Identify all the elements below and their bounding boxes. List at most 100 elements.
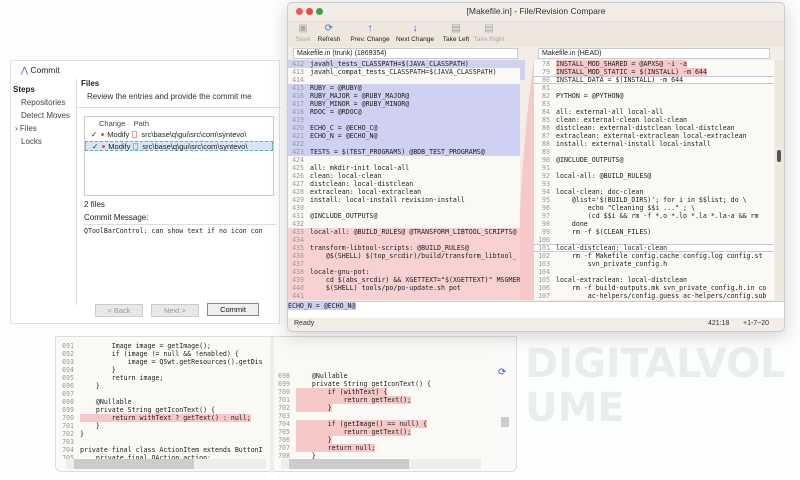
line-number: 692: [62, 350, 74, 358]
line-text: return null;: [296, 444, 376, 452]
back-button[interactable]: < Back: [95, 304, 143, 317]
vertical-scrollbar-thumb[interactable]: [501, 417, 509, 427]
commit-button[interactable]: Commit: [207, 303, 259, 316]
take-left-button[interactable]: ▤Take Left: [441, 22, 471, 43]
code-line: 705 private final QAction action;: [58, 454, 270, 459]
line-text: }: [296, 436, 332, 444]
next-button[interactable]: Next >: [151, 304, 199, 317]
line-number: 94: [542, 188, 550, 196]
prev-change-button[interactable]: ↑Prev. Change: [348, 22, 392, 43]
line-text: javahl_tests_CLASSPATH=$(JAVA_CLASSPATH): [310, 60, 469, 68]
line-text: extraclean: local-extraclean: [310, 188, 422, 196]
next-change-button[interactable]: ↓Next Change: [394, 22, 436, 43]
line-text: echo "Cleaning $$i ..." ; \: [556, 204, 695, 212]
window-title: Commit: [30, 65, 60, 75]
code-line: 94 local-clean: doc-clean: [534, 188, 774, 196]
line-number: 426: [292, 172, 304, 180]
line-number: 704: [62, 446, 74, 454]
line-number: 78: [542, 60, 550, 68]
toolbar-label: Next Change: [396, 36, 434, 43]
line-number: 433: [292, 228, 304, 236]
line-number: 92: [542, 172, 550, 180]
code-line: 703: [274, 412, 494, 420]
line-text: install: external-install local-install: [556, 140, 711, 148]
line-text: @list='$(BUILD_DIRS)'; for i in $$list; …: [556, 196, 747, 204]
line-number: 431: [292, 212, 304, 220]
file-compare-window: [Makefile.in] - File/Revision Compare ▣S…: [287, 2, 785, 332]
take-right-button[interactable]: ▤Take Right: [473, 22, 505, 43]
code-line: 98 done: [534, 220, 774, 228]
code-line: 692 if (image != null && !enabled) {: [58, 350, 270, 358]
line-text: local-clean: doc-clean: [556, 188, 644, 196]
refresh-icon[interactable]: ⟳: [498, 367, 507, 378]
line-number: 703: [278, 412, 290, 420]
editor-left-pane[interactable]: 691 Image image = getImage();692 if (ima…: [58, 339, 270, 459]
line-text: distclean: local-distclean: [310, 180, 414, 188]
code-line: 424: [288, 156, 520, 164]
step-files[interactable]: › Files: [15, 124, 76, 133]
line-number: 86: [542, 124, 550, 132]
line-text: local-extraclean: local-distclean: [556, 276, 688, 284]
line-number: 422: [292, 140, 304, 148]
code-line: 428 extraclean: local-extraclean: [288, 188, 520, 196]
line-number: 104: [538, 268, 550, 276]
commit-message-input[interactable]: QToolBarControl: can show text if no ico…: [84, 224, 276, 297]
code-line: 96 echo "Cleaning $$i ..." ; \: [534, 204, 774, 212]
line-number: 703: [62, 438, 74, 446]
pane-divider[interactable]: [270, 337, 274, 473]
line-number: 91: [542, 164, 550, 172]
line-text: local-all: @BUILD_RULES@: [556, 172, 652, 180]
take-left-icon: ▤: [451, 23, 461, 34]
step-repositories[interactable]: Repositories: [21, 98, 66, 107]
detail-merge-pane[interactable]: ECHO_N = @ECHO_N@: [288, 301, 784, 318]
save-button[interactable]: ▣Save: [292, 22, 314, 43]
refresh-button[interactable]: ⟳Refresh: [316, 22, 342, 43]
step-detect-moves[interactable]: Detect Moves: [21, 111, 70, 120]
code-line: 705 return getText();: [274, 428, 494, 436]
line-number: 705: [62, 454, 74, 459]
line-text: if (getImage() == null) {: [296, 420, 428, 428]
horizontal-scrollbar-left[interactable]: [66, 459, 266, 469]
table-header: Change Path: [85, 119, 273, 129]
close-button[interactable]: [296, 8, 303, 15]
code-line: 440 $(SHELL) tools/po/po-update.sh pot: [288, 284, 520, 292]
line-number: 81: [542, 84, 550, 92]
left-file-label: Makefile.in (trunk) (1869354): [293, 48, 518, 59]
minimize-button[interactable]: [306, 8, 313, 15]
line-number: 701: [278, 396, 290, 404]
modified-dot-icon: [102, 145, 106, 148]
checkbox[interactable]: ✓: [91, 130, 98, 139]
line-number: 428: [292, 188, 304, 196]
column-path[interactable]: Path: [133, 119, 150, 128]
line-number: 88: [542, 140, 550, 148]
checkbox[interactable]: ✓: [92, 142, 99, 151]
line-number: 416: [292, 92, 304, 100]
line-number: 441: [292, 292, 304, 300]
line-text: TESTS = $(TEST_PROGRAMS) @BDB_TEST_PROGR…: [310, 148, 485, 156]
line-number: 424: [292, 156, 304, 164]
column-change[interactable]: Change: [99, 119, 126, 128]
toolbar: ▣Save ⟳Refresh ↑Prev. Change ↓Next Chang…: [288, 21, 784, 47]
horizontal-scrollbar-right[interactable]: [281, 459, 481, 469]
line-number: 440: [292, 284, 304, 292]
scrollbar-thumb[interactable]: [777, 150, 781, 162]
line-number: 87: [542, 132, 550, 140]
step-locks[interactable]: Locks: [21, 137, 42, 146]
change-cell: Modify: [108, 142, 131, 151]
line-number: 425: [292, 164, 304, 172]
vertical-scrollbar[interactable]: [775, 60, 784, 300]
line-number: 105: [538, 276, 550, 284]
line-number: 79: [542, 68, 550, 76]
line-text: done: [556, 220, 588, 228]
line-text: ECHO_N = @ECHO_N@: [310, 132, 378, 140]
code-line: 698 @Nullable: [58, 398, 270, 406]
maximize-button[interactable]: [316, 8, 323, 15]
code-line: 702 }: [274, 404, 494, 412]
